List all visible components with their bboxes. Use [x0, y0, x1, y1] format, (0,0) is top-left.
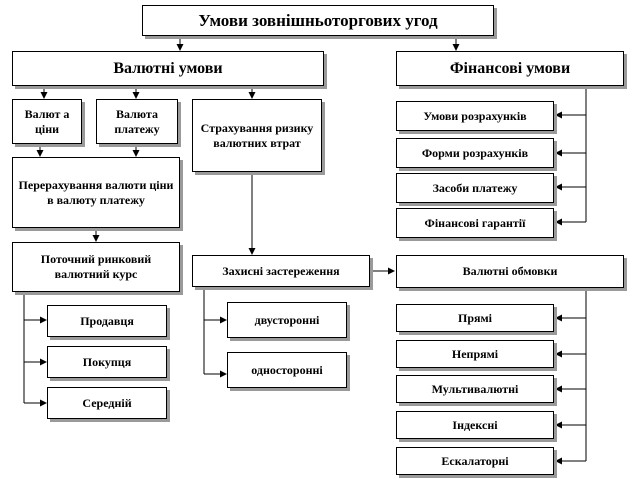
direct-clauses-box: Прямі	[396, 304, 554, 332]
payment-currency-box: Валюта платежу	[96, 99, 178, 144]
unilateral-clauses-box: односторонні	[227, 352, 347, 388]
financial-guarantees-box: Фінансові гарантії	[396, 208, 554, 238]
middle-rate-box: Середній	[47, 387, 167, 419]
buyer-rate-box: Покупця	[47, 346, 167, 378]
financial-terms-heading: Фінансові умови	[396, 51, 624, 86]
market-rate-box: Поточний ринковий валютний курс	[12, 242, 180, 292]
bilateral-clauses-box: двусторонні	[227, 302, 347, 338]
payment-means-box: Засоби платежу	[396, 173, 554, 203]
conversion-box: Перерахування валюти ціни в валюту плате…	[12, 157, 180, 228]
indirect-clauses-box: Непрямі	[396, 340, 554, 368]
multicurrency-clauses-box: Мультивалютні	[396, 375, 554, 403]
currency-terms-heading: Валютні умови	[12, 51, 324, 86]
seller-rate-box: Продавця	[47, 305, 167, 337]
settlement-forms-box: Форми розрахунків	[396, 138, 554, 168]
settlement-terms-box: Умови розрахунків	[396, 101, 554, 131]
price-currency-box: Валют а ціни	[12, 99, 82, 144]
escalator-clauses-box: Ескалаторні	[396, 447, 554, 475]
index-clauses-box: Індексні	[396, 411, 554, 439]
diagram-title: Умови зовнішньоторгових угод	[142, 5, 494, 36]
protective-clauses-box: Захисні застереження	[192, 255, 370, 287]
currency-clauses-box: Валютні обмовки	[396, 255, 624, 288]
currency-risk-box: Страхування ризику валютних втрат	[192, 99, 322, 172]
